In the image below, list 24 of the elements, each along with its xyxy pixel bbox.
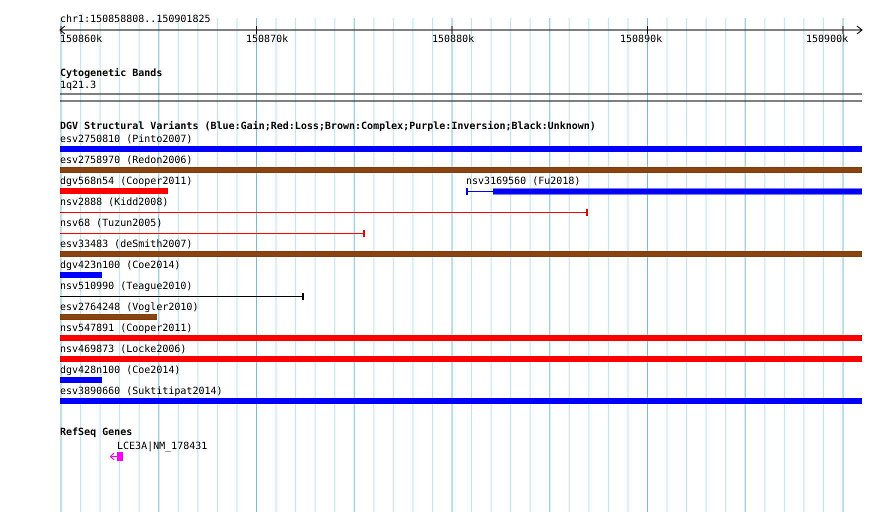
variant-label: esv2750810 (Pinto2007) — [60, 134, 192, 145]
track-title: DGV Structural Variants (Blue:Gain;Red:Loss;Brown:Complex;Purple:Inversion;Black:Unknown) — [60, 121, 596, 132]
variant-label: nsv3169560 (Fu2018) — [466, 176, 580, 187]
variant-label: nsv469873 (Locke2006) — [60, 344, 186, 355]
variant-label: nsv68 (Tuzun2005) — [60, 218, 162, 229]
variant-label: nsv2888 (Kidd2008) — [60, 197, 168, 208]
variant-label: esv2758970 (Redon2006) — [60, 155, 192, 166]
variant-label: dgv423n100 (Coe2014) — [60, 260, 180, 271]
tick-label: 150890k — [620, 34, 662, 45]
gene-label: LCE3A|NM_178431 — [117, 441, 208, 452]
variant-label: esv2764248 (Vogler2010) — [60, 302, 198, 313]
variant-label: esv3890660 (Suktitipat2014) — [60, 386, 223, 397]
tick-label: 150860k — [60, 34, 102, 45]
tick-label: 150870k — [246, 34, 288, 45]
variant-label: nsv510990 (Teague2010) — [60, 281, 192, 292]
tick-label: 150900k — [806, 34, 848, 45]
region-coordinates: chr1:150858808..150901825 — [60, 14, 211, 25]
variant-label: nsv547891 (Cooper2011) — [60, 323, 192, 334]
variant-label: dgv568n54 (Cooper2011) — [60, 176, 192, 187]
band-label: 1q21.3 — [60, 80, 96, 91]
track-title: RefSeq Genes — [60, 427, 132, 438]
variant-label: dgv428n100 (Coe2014) — [60, 365, 180, 376]
variant-label: esv33483 (deSmith2007) — [60, 239, 192, 250]
tick-label: 150880k — [432, 34, 474, 45]
